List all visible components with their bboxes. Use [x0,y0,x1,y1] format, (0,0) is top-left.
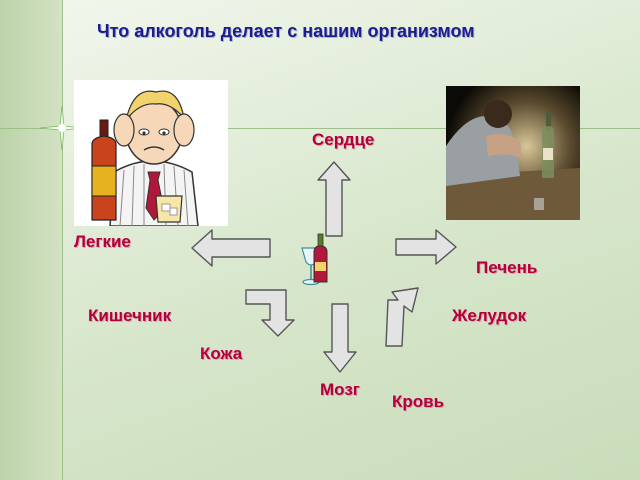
label-intestine: Кишечник [88,306,172,325]
arrow-down-to-brain [323,303,357,373]
arrow-up-to-heart [317,161,351,237]
label-liver: Печень [476,258,538,277]
arrow-right-to-liver [395,229,457,265]
arrow-bent-to-stomach [385,287,419,347]
bottle-and-glass-icon [301,233,328,286]
label-stomach: Желудок [452,306,527,325]
horizontal-decor-line [0,128,640,129]
label-blood: Кровь [392,392,445,411]
arrow-left-to-lungs [191,229,271,267]
vertical-decor-line [62,0,63,480]
man-with-bottle-photo [446,86,580,220]
label-brain: Мозг [320,380,360,399]
label-skin: Кожа [200,344,243,363]
label-lungs: Легкие [74,232,131,251]
slide-title: Что алкоголь делает с нашим организмом [97,21,475,41]
label-heart: Сердце [312,130,375,149]
arrow-bent-to-skin [245,289,295,337]
sparkle-icon [40,106,84,150]
left-decor-band [0,0,62,480]
cartoon-drunk-man-image [74,80,228,227]
